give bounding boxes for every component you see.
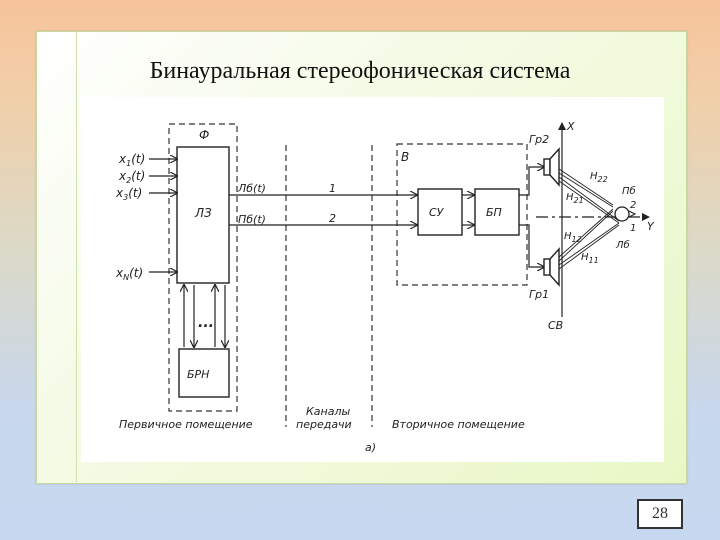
label-v: В — [401, 150, 409, 164]
input-x3: x3(t) — [115, 186, 177, 202]
wire-to-gr2 — [519, 167, 544, 196]
signal-right-label: Пб(t) — [238, 213, 266, 226]
link-lz-brn: ... — [184, 285, 225, 347]
block-bp — [474, 188, 520, 236]
sound-paths — [558, 168, 620, 270]
label-lz: ЛЗ — [194, 206, 212, 220]
page-number: 28 — [637, 499, 683, 529]
speaker-gr2 — [543, 147, 560, 187]
label-h22: H22 — [590, 171, 608, 184]
listener-head — [614, 206, 630, 222]
svg-text:x2(t): x2(t) — [118, 169, 145, 185]
label-h21: H21 — [566, 192, 584, 205]
block-lz — [176, 146, 230, 284]
svg-text:x3(t): x3(t) — [115, 186, 142, 202]
input-x2: x2(t) — [118, 169, 177, 185]
region-v — [396, 143, 528, 286]
diagram-figure: Ф В ЛЗ x1(t) x2(t) x3(t) xN(t) ... БРН Л… — [81, 97, 664, 462]
slide-title: Бинауральная стереофоническая система — [149, 58, 571, 84]
label-axis-y: Y — [647, 220, 655, 233]
label-axis-sv: СВ — [548, 319, 563, 332]
label-h12: H12 — [564, 231, 582, 244]
svg-text:x1(t): x1(t) — [118, 152, 145, 168]
svg-text:xN(t): xN(t) — [115, 266, 143, 282]
label-phi: Ф — [199, 128, 209, 142]
label-brn: БРН — [187, 368, 209, 381]
wire-to-gr1 — [519, 224, 544, 267]
signal-left-label: Лб(t) — [237, 182, 266, 195]
label-ear-2: 2 — [630, 200, 636, 211]
dots-label: ... — [198, 315, 214, 331]
label-su: СУ — [429, 206, 445, 219]
channel-2-label: 2 — [329, 212, 336, 225]
label-ear-lb: Лб — [615, 239, 630, 251]
region-phi — [168, 123, 238, 412]
channel-1-label: 1 — [329, 182, 336, 195]
listener-nose — [628, 210, 637, 218]
label-ear-pb: Пб — [622, 185, 636, 197]
block-su — [417, 188, 463, 236]
input-xN: xN(t) — [115, 266, 177, 282]
label-axis-x: X — [566, 120, 575, 133]
label-bp: БП — [486, 206, 502, 219]
speaker-gr1 — [543, 247, 560, 287]
caption-a: а) — [365, 441, 376, 454]
caption-primary: Первичное помещение — [119, 418, 253, 431]
block-brn — [178, 348, 230, 398]
caption-secondary: Вторичное помещение — [392, 418, 525, 431]
label-h11: H11 — [581, 252, 599, 265]
input-x1: x1(t) — [118, 152, 177, 168]
label-ear-1: 1 — [630, 223, 636, 234]
frame-rule — [76, 31, 77, 482]
caption-channels-1: Каналы — [306, 405, 351, 418]
caption-channels-2: передачи — [296, 418, 352, 431]
label-gr2: Гр2 — [529, 133, 549, 146]
label-gr1: Гр1 — [529, 288, 549, 301]
